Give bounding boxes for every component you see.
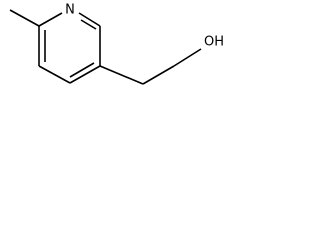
hydroxyl-label: OH bbox=[204, 35, 224, 50]
bond-n-c6-inner bbox=[80, 19, 97, 30]
bond-c5-c4-inner bbox=[69, 62, 95, 78]
bond-c4-c3 bbox=[38, 65, 71, 84]
bond-ch2-ch2 bbox=[142, 65, 175, 85]
nitrogen-label: N bbox=[65, 3, 75, 18]
bond-c2-n bbox=[38, 12, 63, 27]
bond-c5-c4 bbox=[69, 65, 101, 84]
bond-n-c6 bbox=[78, 12, 101, 27]
bond-ring-ch2 bbox=[99, 65, 144, 85]
chemical-structure: N OH bbox=[9, 3, 224, 85]
bond-ch2-oh bbox=[173, 48, 202, 67]
bond-methyl bbox=[9, 9, 40, 27]
